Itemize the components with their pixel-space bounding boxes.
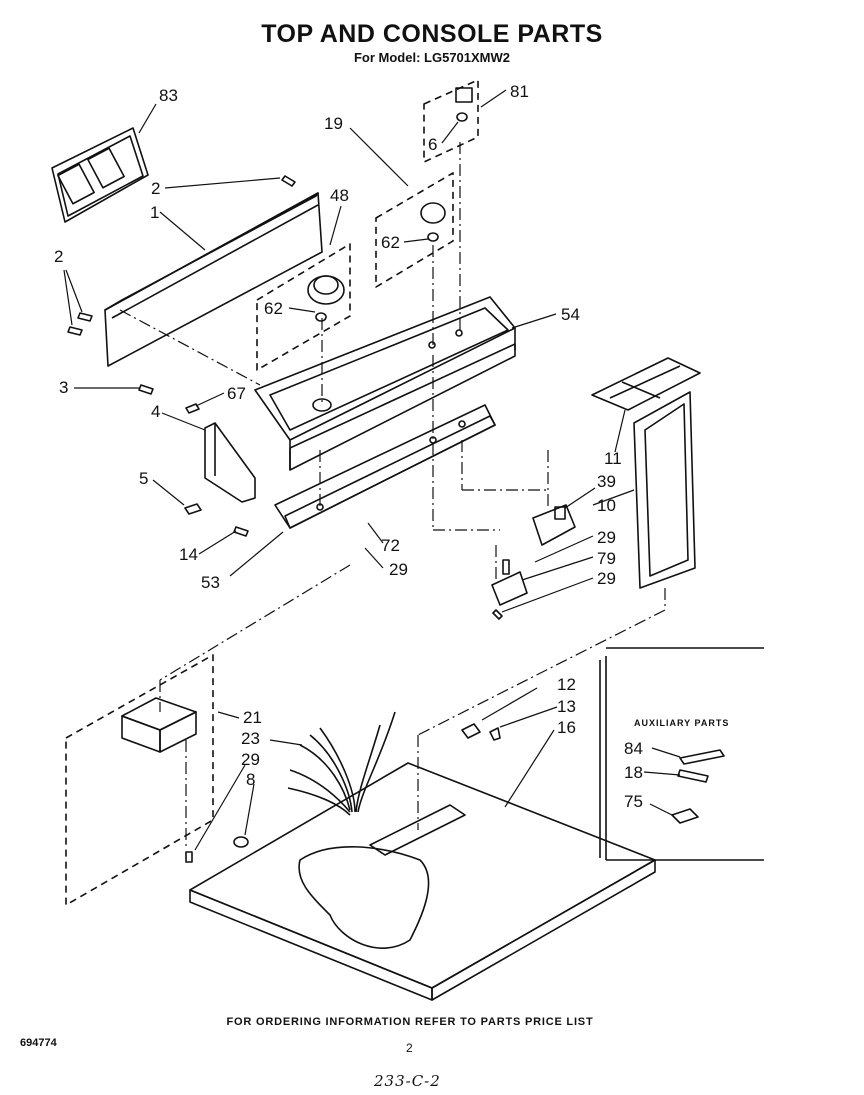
callout-3: 3 bbox=[59, 378, 68, 397]
callout-53: 53 bbox=[201, 573, 220, 592]
part-19-knob-group bbox=[375, 172, 454, 288]
callout-67: 67 bbox=[227, 384, 246, 403]
part-29-screw bbox=[185, 851, 193, 863]
callout-18: 18 bbox=[624, 763, 643, 782]
callout-75: 75 bbox=[624, 792, 643, 811]
page-number: 2 bbox=[406, 1041, 413, 1055]
callout-1: 1 bbox=[150, 203, 159, 222]
auxiliary-parts-title: AUXILIARY PARTS bbox=[634, 718, 729, 728]
callout-29-a: 29 bbox=[389, 560, 408, 579]
callout-62-upper: 62 bbox=[381, 233, 400, 252]
part-1-back-panel bbox=[104, 192, 323, 367]
part-83-overlay bbox=[51, 127, 149, 223]
page-title: TOP AND CONSOLE PARTS bbox=[261, 20, 603, 48]
part-48-knob-group bbox=[256, 243, 351, 371]
part-23-wire-harness bbox=[287, 711, 396, 816]
callout-23: 23 bbox=[241, 729, 260, 748]
callout-13: 13 bbox=[557, 697, 576, 716]
document-number: 694774 bbox=[20, 1037, 57, 1049]
callout-29-d: 29 bbox=[241, 750, 260, 769]
callout-83: 83 bbox=[159, 86, 178, 105]
part-21-terminal-block bbox=[65, 654, 214, 906]
auxiliary-parts-box bbox=[599, 647, 764, 861]
part-13-screw bbox=[489, 727, 501, 741]
part-81-knob-group bbox=[423, 79, 479, 163]
callout-10: 10 bbox=[597, 496, 616, 515]
callout-29-b: 29 bbox=[597, 528, 616, 547]
part-16-top-panel bbox=[189, 762, 656, 1001]
part-39-switch bbox=[532, 504, 576, 546]
callout-6: 6 bbox=[428, 135, 437, 154]
part-79-switch bbox=[491, 559, 528, 620]
callout-4: 4 bbox=[151, 402, 160, 421]
part-10-lint-filter bbox=[633, 391, 696, 589]
part-11-lint-cover bbox=[591, 357, 701, 411]
callout-5: 5 bbox=[139, 469, 148, 488]
part-12-clip bbox=[461, 723, 481, 739]
part-4-side-bracket bbox=[184, 403, 256, 537]
callout-16: 16 bbox=[557, 718, 576, 737]
callout-11: 11 bbox=[604, 449, 622, 468]
callout-29-c: 29 bbox=[597, 569, 616, 588]
part-75-clip bbox=[671, 808, 699, 824]
part-54-console bbox=[254, 296, 516, 471]
callout-54: 54 bbox=[561, 305, 580, 324]
callout-2-top: 2 bbox=[151, 179, 160, 198]
callout-19: 19 bbox=[324, 114, 343, 133]
part-8-grommet bbox=[233, 836, 249, 848]
part-84-connector bbox=[679, 749, 725, 765]
ordering-note: FOR ORDERING INFORMATION REFER TO PARTS … bbox=[226, 1016, 594, 1028]
callout-72: 72 bbox=[381, 536, 400, 555]
callout-12: 12 bbox=[557, 675, 576, 694]
callout-2-left: 2 bbox=[54, 247, 63, 266]
callout-48: 48 bbox=[330, 186, 349, 205]
callout-21: 21 bbox=[243, 708, 262, 727]
callout-81: 81 bbox=[510, 82, 529, 101]
callout-79: 79 bbox=[597, 549, 616, 568]
callout-14: 14 bbox=[179, 545, 198, 564]
handwritten-code: 233-C-2 bbox=[374, 1072, 441, 1090]
callout-84: 84 bbox=[624, 739, 643, 758]
callout-8: 8 bbox=[246, 770, 255, 789]
callout-39: 39 bbox=[597, 472, 616, 491]
part-18-terminal bbox=[677, 769, 709, 783]
callout-62-lower: 62 bbox=[264, 299, 283, 318]
model-subtitle: For Model: LG5701XMW2 bbox=[353, 50, 511, 65]
